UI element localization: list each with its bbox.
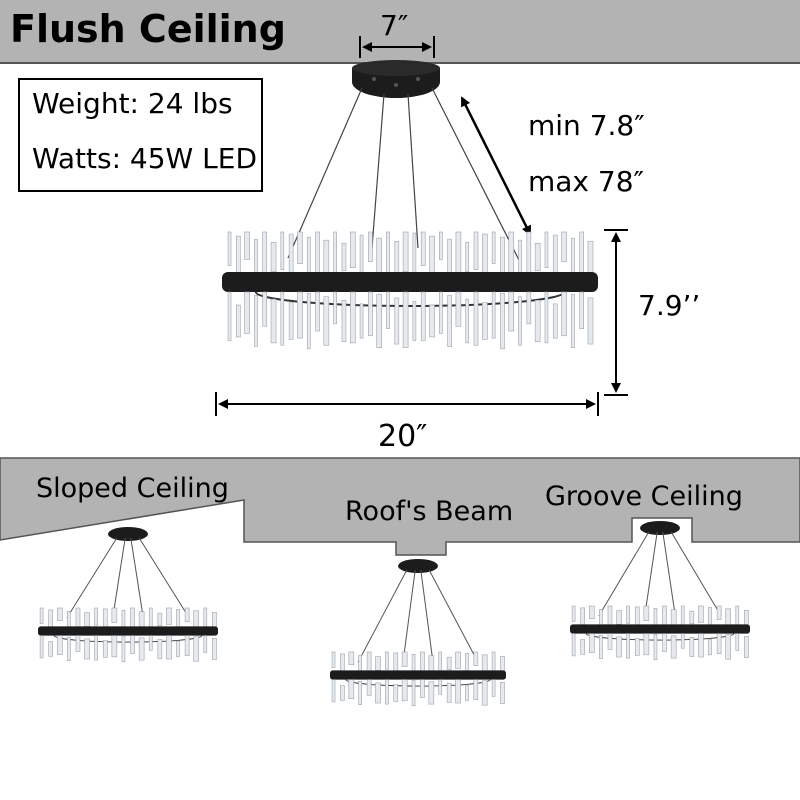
groove-ceiling-label: Groove Ceiling [545,481,743,512]
canopy-width-dimension [359,36,435,58]
ceiling-profiles [0,457,800,556]
page-title: Flush Ceiling [10,7,286,51]
roof-beam-label: Roof's Beam [345,496,514,527]
weight-spec: Weight: 24 lbs [32,87,233,120]
chandelier-sloped [38,527,218,663]
chandelier-groove [570,521,750,661]
width-dimension [215,392,599,416]
chain-min-label: min 7.8″ [528,109,645,142]
height-dimension [604,229,628,396]
chandelier-beam [330,559,506,707]
chandelier-main [222,231,598,350]
watts-spec: Watts: 45W LED [32,142,257,175]
canopy-main [352,60,440,98]
sloped-ceiling-label: Sloped Ceiling [36,473,229,504]
width-label: 20″ [378,419,428,454]
canopy-width-label: 7″ [380,9,409,42]
spec-box [18,78,263,192]
chain-max-label: max 78″ [528,165,644,198]
height-label: 7.9’’ [638,289,701,322]
chain-length-arrow [460,96,532,236]
